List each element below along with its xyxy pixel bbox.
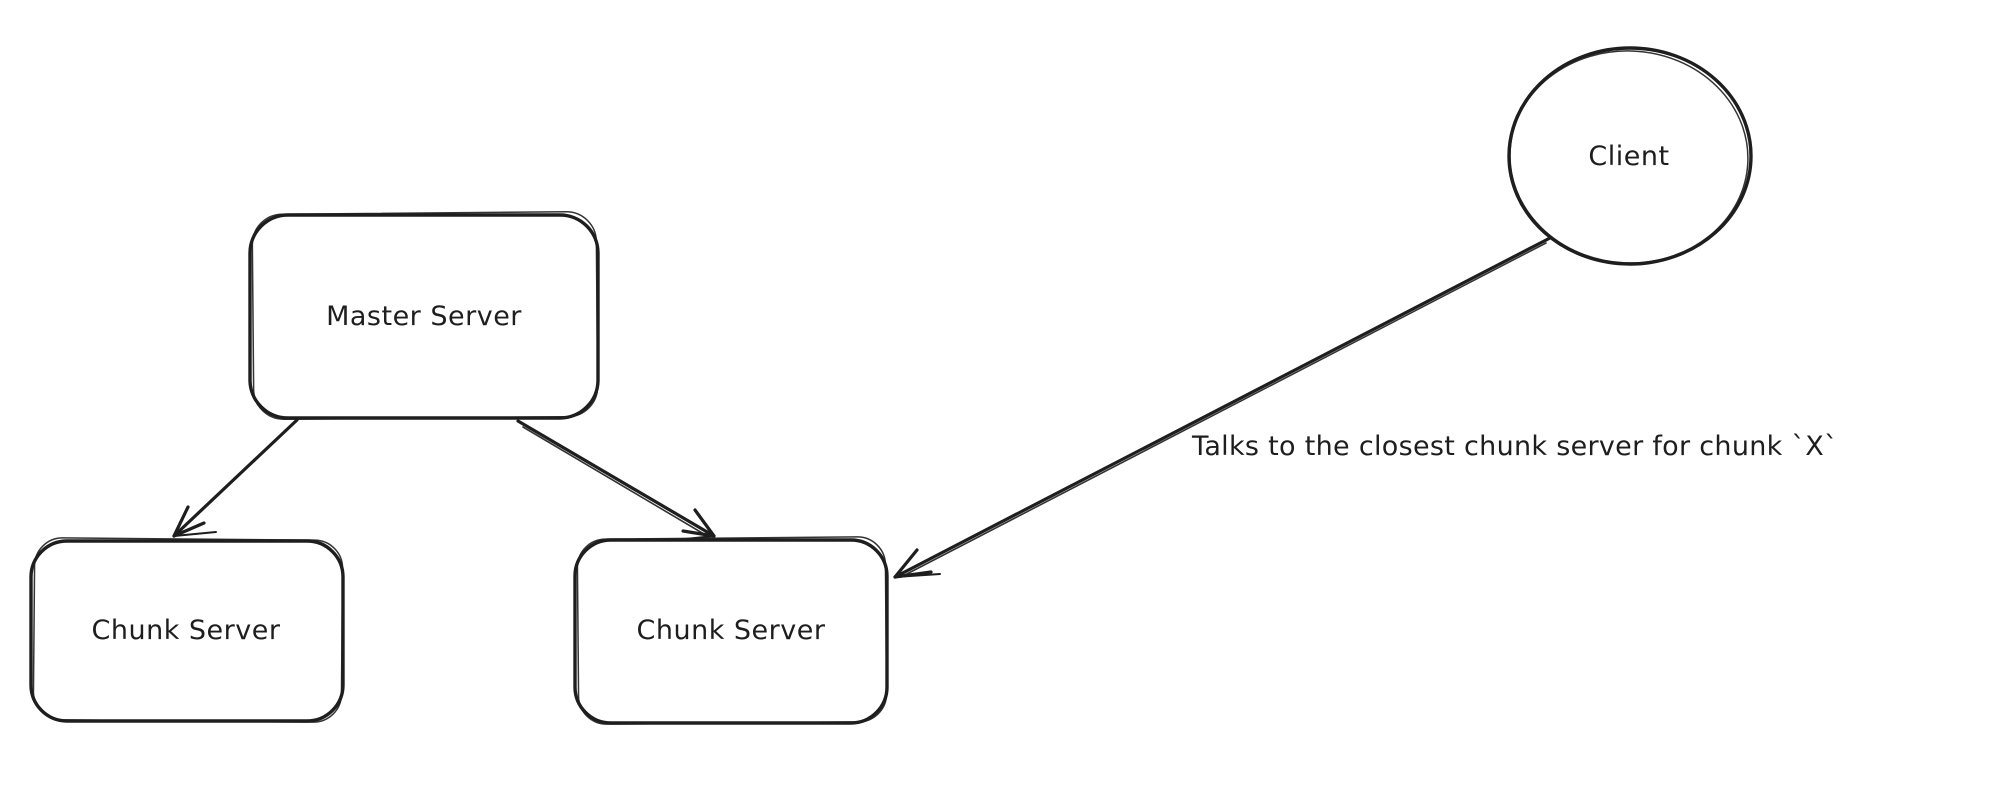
edge-client-to-chunk-right[interactable]: Talks to the closest chunk server for ch… (893, 236, 1838, 579)
edge-master-to-chunk-right[interactable] (516, 419, 716, 541)
master-server-node[interactable]: Master Server (248, 211, 600, 420)
master-server-label: Master Server (326, 301, 522, 332)
client-node[interactable]: Client (1505, 45, 1754, 269)
arrowhead (893, 548, 941, 579)
arrowhead (172, 505, 217, 538)
edge-client-label: Talks to the closest chunk server for ch… (1191, 431, 1838, 462)
client-label: Client (1588, 141, 1669, 172)
chunk-server-left-label: Chunk Server (92, 615, 281, 646)
edge-master-to-chunk-left[interactable] (172, 418, 299, 538)
chunk-server-right-node[interactable]: Chunk Server (573, 536, 889, 725)
chunk-server-right-label: Chunk Server (637, 615, 826, 646)
chunk-server-left-node[interactable]: Chunk Server (29, 537, 345, 723)
arrowhead (675, 508, 716, 541)
